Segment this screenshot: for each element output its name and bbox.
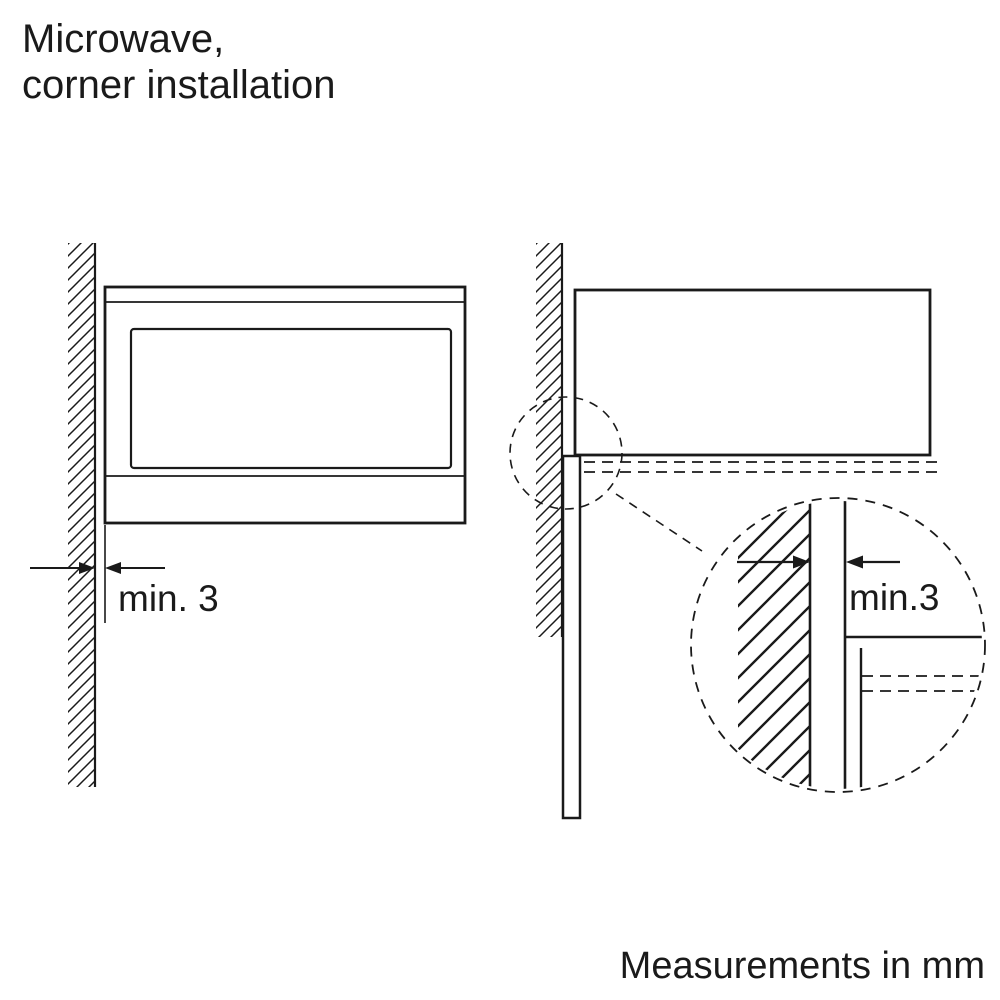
front-view-group: min. 3 <box>30 243 467 787</box>
detail-content-group: min.3 <box>737 501 982 789</box>
dimension-label-left: min. 3 <box>118 578 219 619</box>
detail-arrowhead-left-icon <box>846 555 863 569</box>
furniture-door-panel <box>561 454 582 820</box>
detail-connector-line <box>615 493 703 552</box>
page-title-line1: Microwave, <box>22 17 224 61</box>
wall-hatch-left <box>68 243 95 787</box>
detail-source-circle <box>509 396 623 510</box>
detail-wall-hatch <box>738 501 810 789</box>
detail-arrowhead-right-icon <box>793 555 810 569</box>
dimension-left: min. 3 <box>30 562 219 619</box>
dimension-arrowhead-left-icon <box>105 562 121 574</box>
page-title-line2: corner installation <box>22 63 336 107</box>
footer-label: Measurements in mm <box>620 945 985 987</box>
microwave-door-window <box>129 327 453 470</box>
detail-dimension-label: min.3 <box>849 577 939 618</box>
side-view-group: min.3 <box>509 243 986 820</box>
microwave-side-outline <box>573 288 932 457</box>
detail-zoom-circle <box>690 497 986 793</box>
wall-hatch-right <box>536 243 562 637</box>
dimension-arrowhead-right-icon <box>79 562 95 574</box>
